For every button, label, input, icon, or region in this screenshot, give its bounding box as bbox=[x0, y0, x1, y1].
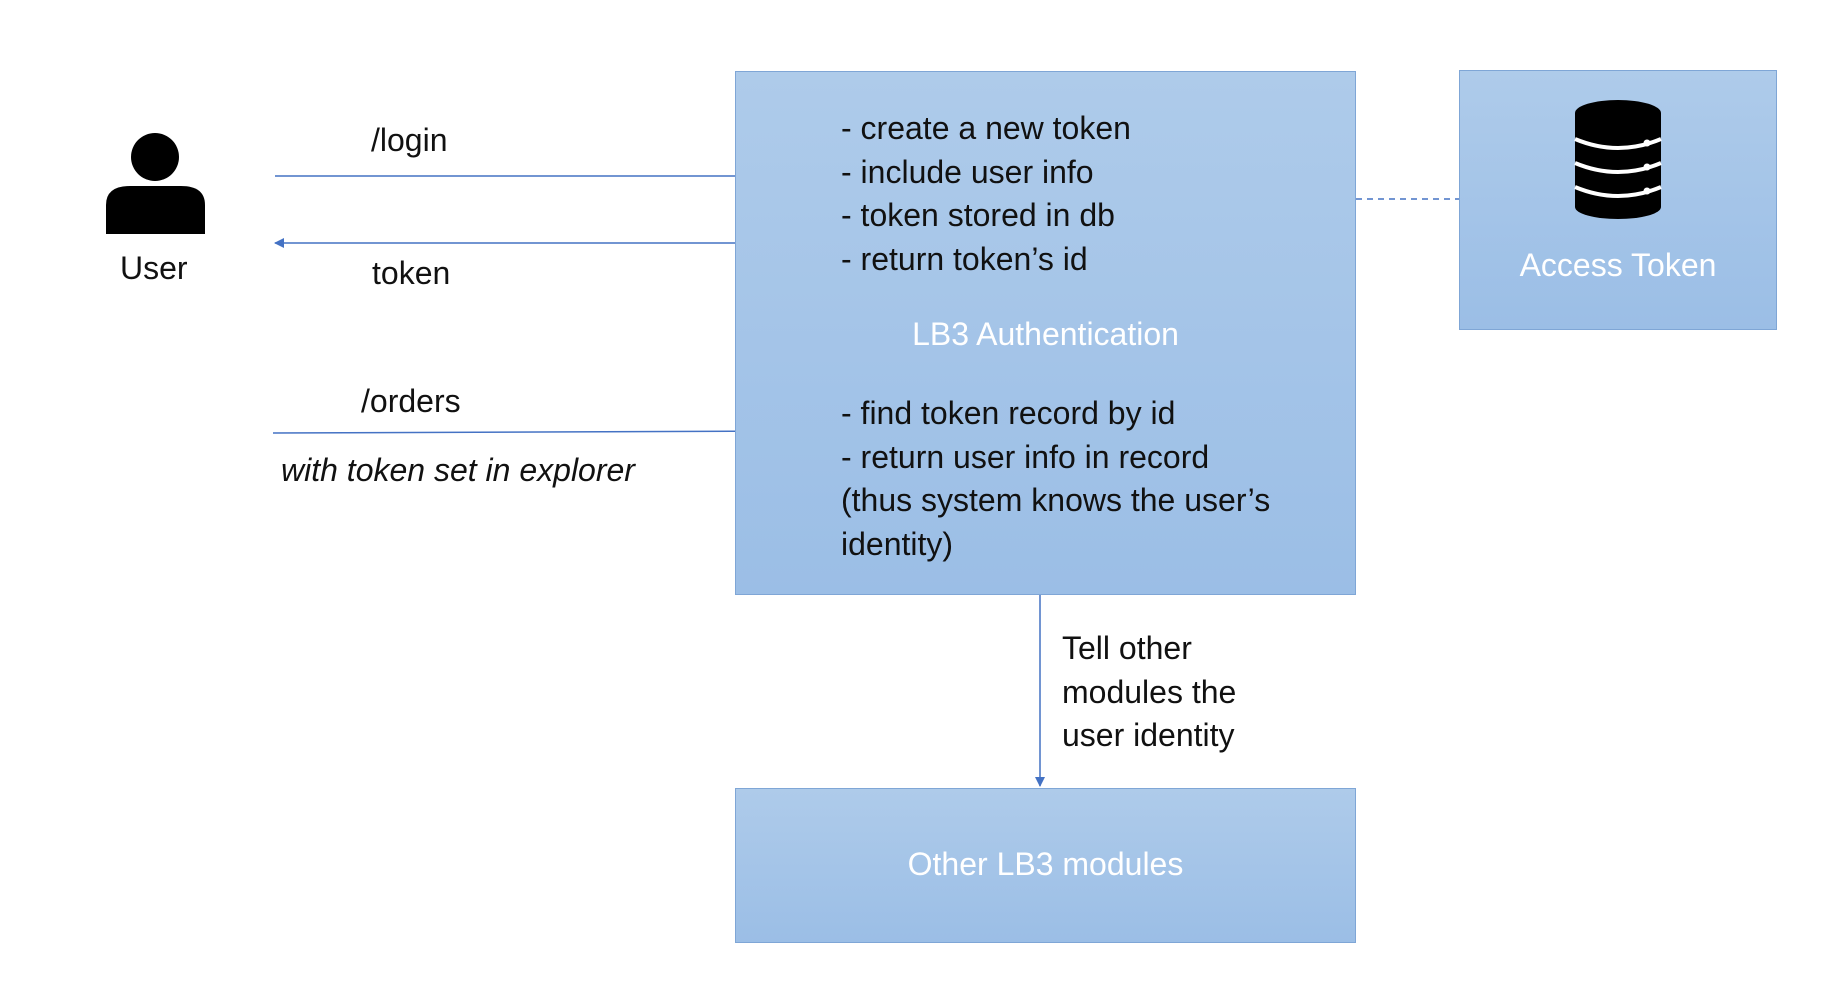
auth-step: - include user info bbox=[841, 153, 1094, 190]
login-label: /login bbox=[371, 122, 448, 158]
auth-steps-top: - create a new token - include user info… bbox=[841, 107, 1131, 281]
auth-steps-bottom: - find token record by id - return user … bbox=[841, 392, 1270, 566]
access-token-box: Access Token bbox=[1459, 70, 1777, 330]
tell-note-line: user identity bbox=[1062, 717, 1235, 753]
tell-note-line: Tell other bbox=[1062, 630, 1192, 666]
tell-note-line: modules the bbox=[1062, 673, 1237, 710]
orders-note: with token set in explorer bbox=[281, 452, 635, 488]
tell-modules-note: Tell other modules the user identity bbox=[1062, 627, 1236, 758]
user-icon bbox=[106, 133, 205, 234]
user-label: User bbox=[120, 250, 188, 286]
database-icon bbox=[1574, 100, 1662, 219]
auth-step: - create a new token bbox=[841, 110, 1131, 146]
orders-label: /orders bbox=[361, 383, 461, 419]
orders-arrow bbox=[272, 426, 794, 437]
auth-step: (thus system knows the user’s bbox=[841, 482, 1271, 518]
auth-step: - find token record by id bbox=[841, 395, 1176, 431]
other-modules-title: Other LB3 modules bbox=[907, 846, 1184, 882]
auth-step: identity) bbox=[841, 525, 954, 562]
access-token-title: Access Token bbox=[1519, 247, 1717, 283]
auth-step: - return user info in record bbox=[841, 438, 1210, 475]
auth-box-title: LB3 Authentication bbox=[912, 316, 1179, 352]
auth-step: - token stored in db bbox=[841, 197, 1115, 233]
other-modules-box: Other LB3 modules bbox=[735, 788, 1356, 943]
token-label: token bbox=[372, 255, 451, 291]
auth-box: - create a new token - include user info… bbox=[735, 71, 1356, 595]
auth-step: - return token’s id bbox=[841, 240, 1088, 277]
